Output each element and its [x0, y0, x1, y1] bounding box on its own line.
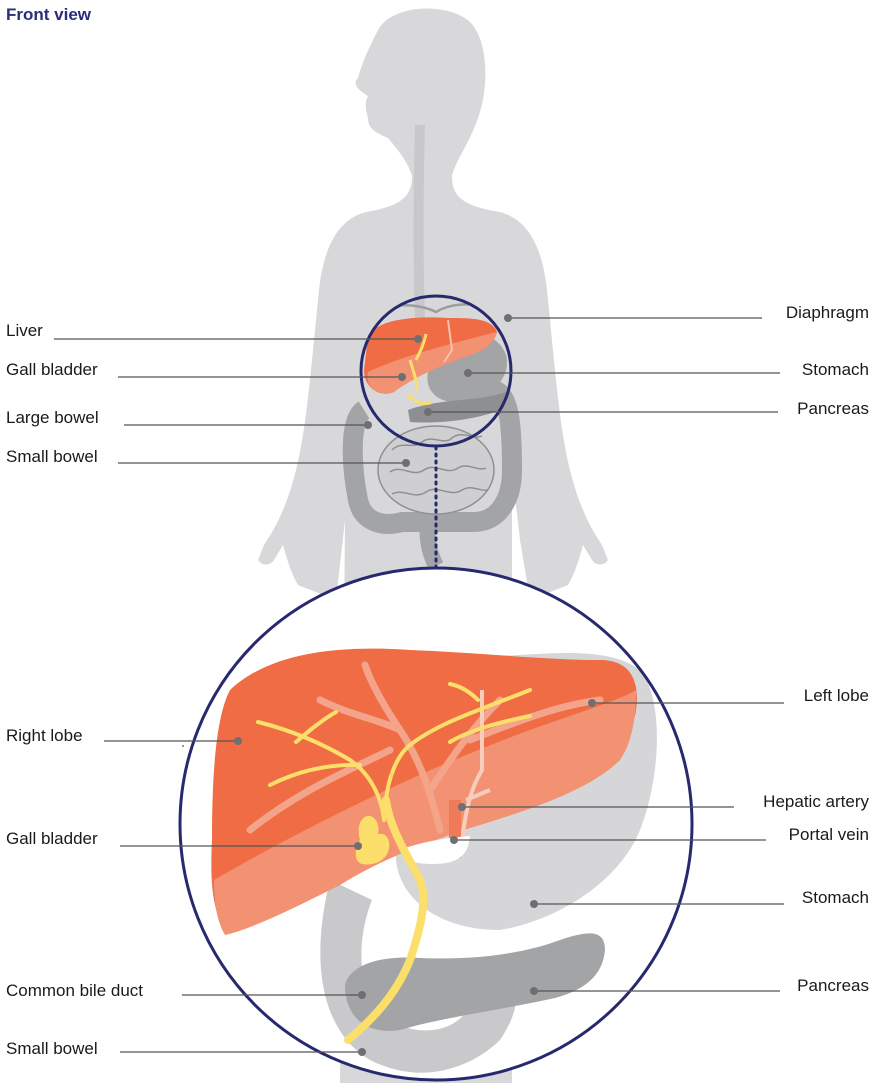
label-pancreas-detail: Pancreas: [797, 976, 869, 996]
label-right-lobe: Right lobe: [6, 726, 83, 746]
label-stomach-detail: Stomach: [802, 888, 869, 908]
label-small-bowel-detail: Small bowel: [6, 1039, 98, 1059]
label-common-bile-duct: Common bile duct: [6, 981, 143, 1001]
label-portal-vein: Portal vein: [789, 825, 869, 845]
label-gall-bladder-detail: Gall bladder: [6, 829, 98, 849]
label-hepatic-artery: Hepatic artery: [763, 792, 869, 812]
label-diaphragm: Diaphragm: [786, 303, 869, 323]
label-stomach: Stomach: [802, 360, 869, 380]
label-gall-bladder: Gall bladder: [6, 360, 98, 380]
esophagus: [419, 125, 421, 318]
label-pancreas: Pancreas: [797, 399, 869, 419]
label-left-lobe: Left lobe: [804, 686, 869, 706]
diagram-title: Front view: [6, 5, 91, 25]
label-small-bowel: Small bowel: [6, 447, 98, 467]
label-large-bowel: Large bowel: [6, 408, 99, 428]
label-liver: Liver: [6, 321, 43, 341]
